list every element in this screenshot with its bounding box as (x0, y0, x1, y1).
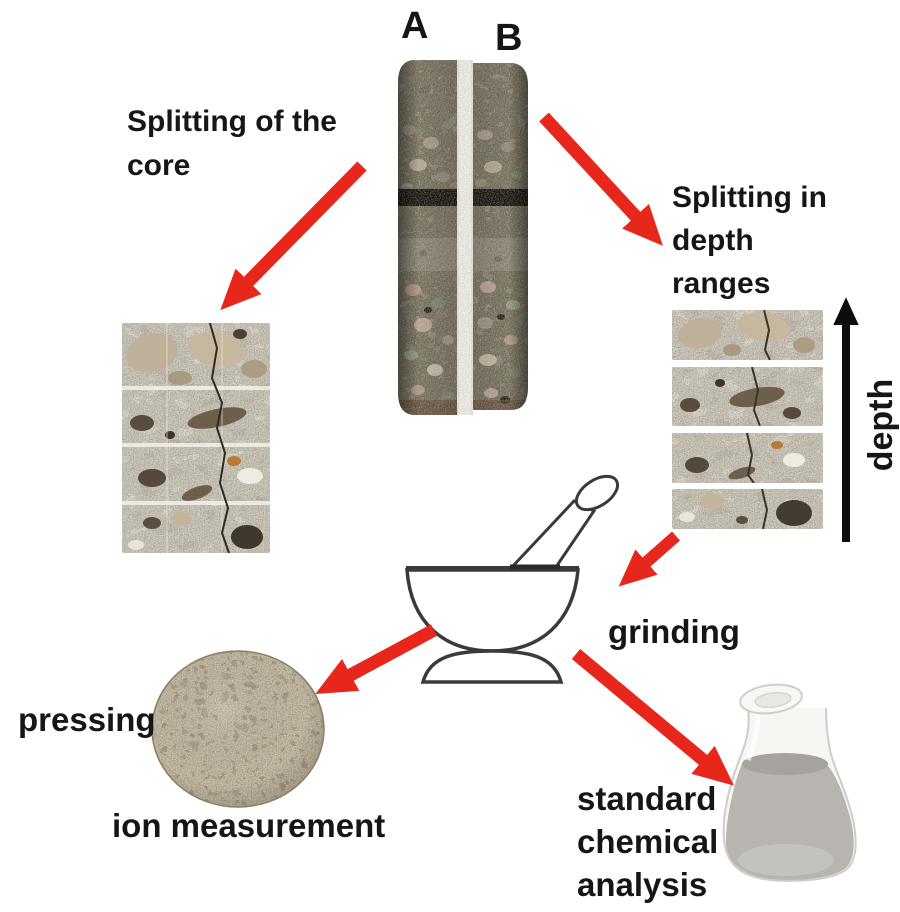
depth-axis-label: depth (862, 378, 900, 472)
label-splitting-depth: Splitting in depth ranges (672, 181, 827, 300)
label-chemical-analysis: standard chemical analysis (577, 780, 719, 903)
arrow-core-to-depth-ranges (539, 112, 663, 246)
depth-slices-photo (672, 310, 823, 529)
arrow-slices-to-grinding (618, 531, 680, 587)
flask-liquid (726, 759, 854, 880)
label-pressing: pressing (18, 701, 156, 738)
mosaic-crack (209, 323, 230, 553)
core-half-a-label: A (401, 5, 429, 47)
concrete-section-photo (122, 323, 270, 553)
mortar-pestle-icon (405, 474, 620, 684)
mortar-bowl (405, 564, 580, 684)
flask-icon (722, 683, 857, 882)
label-splitting-core: Splitting of the core (127, 105, 337, 182)
core-half-b-label: B (495, 17, 523, 59)
label-grinding: grinding (608, 613, 740, 650)
split-core-photo (398, 60, 528, 415)
pestle (508, 474, 620, 569)
core-split-gap (457, 60, 473, 415)
pellet-photo (151, 650, 325, 808)
label-ion-measurement: ion measurement (112, 807, 386, 844)
